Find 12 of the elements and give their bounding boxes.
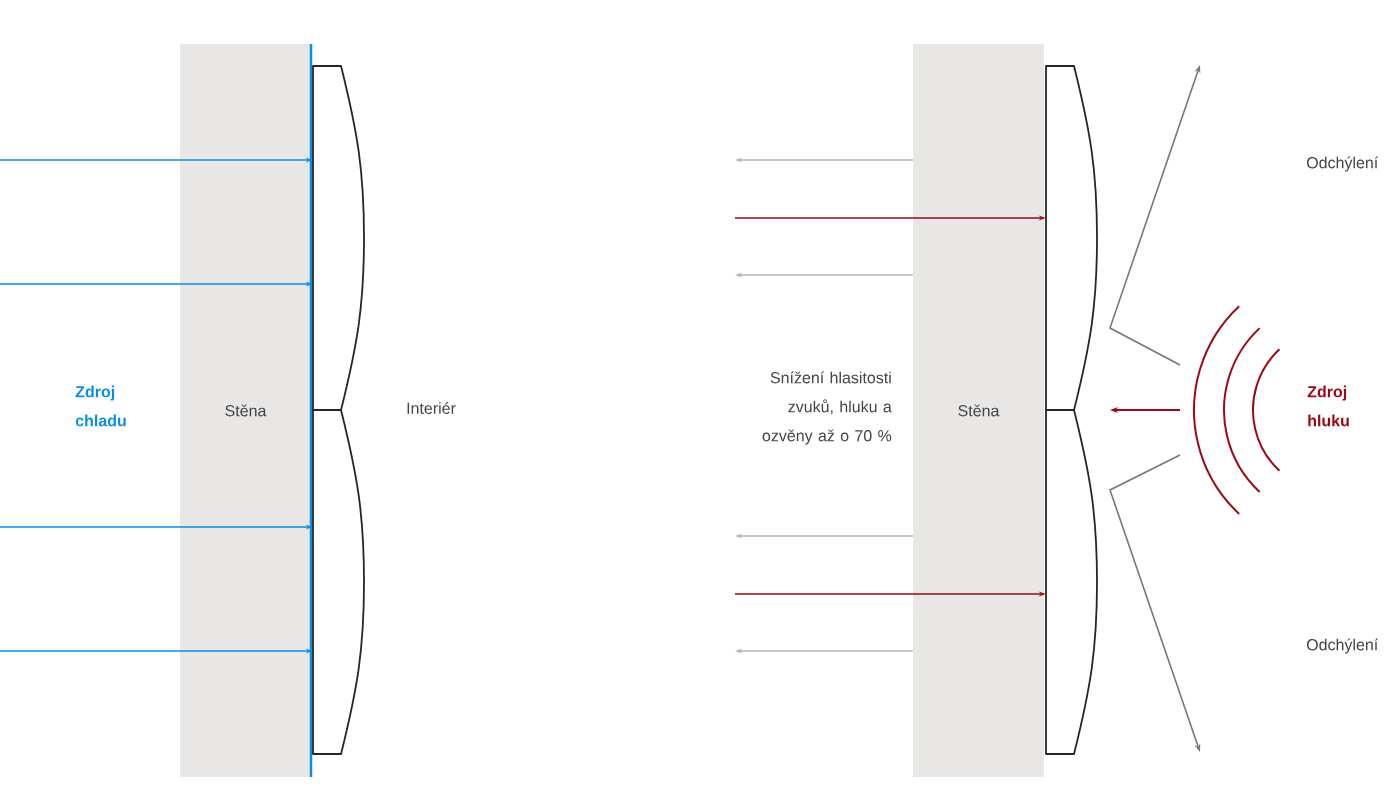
text-label: Odchýlení: [1306, 638, 1379, 654]
text-label: Interiér: [407, 402, 456, 414]
panel-shape: [312, 65, 365, 411]
source-label: Zdroj chladu: [75, 385, 126, 427]
source-label: Zdroj hluku: [1307, 385, 1349, 427]
wall-band: Stěna: [180, 44, 311, 777]
wall-band: Stěna: [913, 44, 1044, 777]
panel-shape: [1045, 409, 1098, 755]
panel-shape: [1045, 65, 1098, 411]
text-label: Odchýlení: [1306, 156, 1379, 172]
panel-shape: [312, 409, 365, 755]
text-label: Snížení hlasitosti zvuků, hluku a ozvěny až o 70 %: [762, 371, 892, 445]
